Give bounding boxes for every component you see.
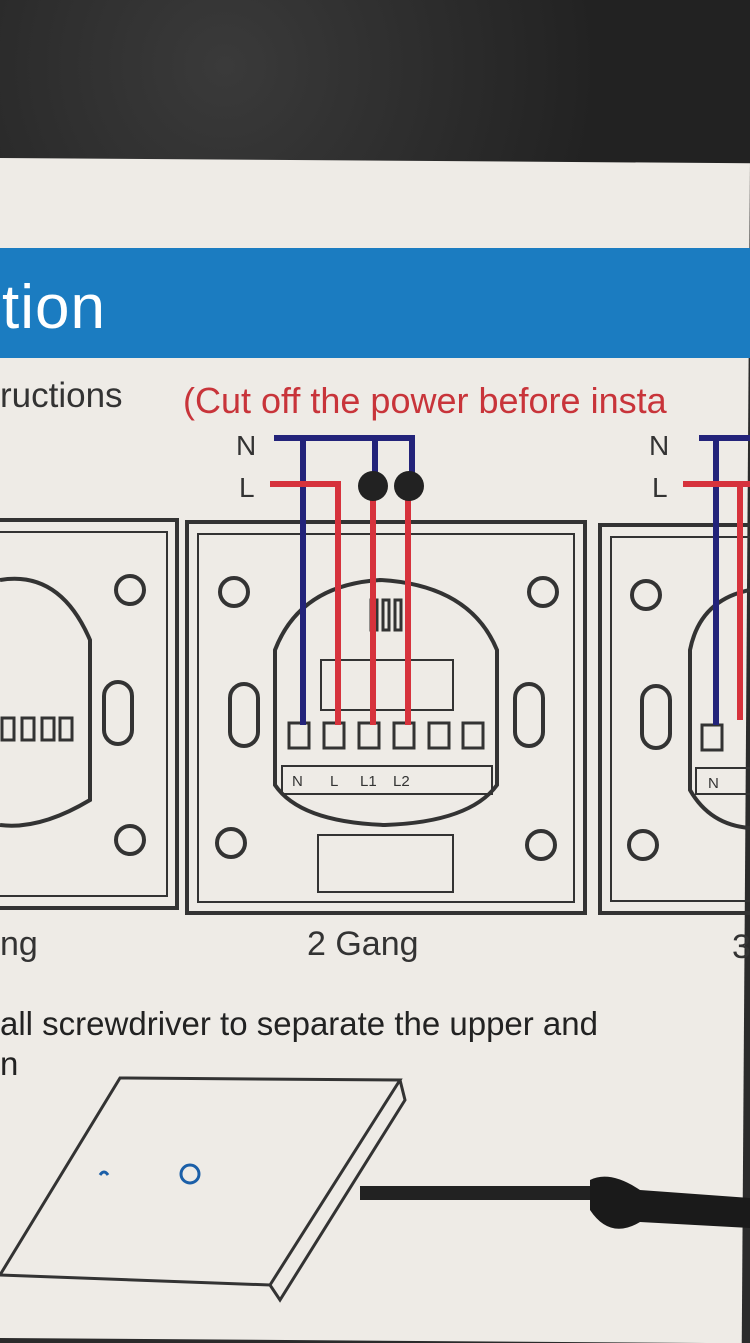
- neutral-label: N: [236, 430, 256, 461]
- live-label: L: [239, 472, 255, 503]
- neutral-label-right: N: [649, 430, 669, 461]
- switch-1-gang-panel: [0, 518, 179, 910]
- switch-3-gang-panel: [598, 523, 750, 915]
- terminal-l: L: [330, 773, 338, 790]
- section-header-band: [0, 248, 750, 358]
- switch-2-gang-panel: [185, 520, 587, 915]
- terminal-n-right: N: [708, 775, 719, 792]
- step-text-line1: all screwdriver to separate the upper an…: [0, 1005, 598, 1042]
- section-title: tion: [2, 273, 106, 342]
- lamp-icon: [358, 471, 424, 501]
- neutral-wire: [274, 435, 750, 725]
- panel-label-1-gang: ng: [0, 925, 38, 963]
- panel-label-2-gang: 2 Gang: [307, 925, 419, 963]
- terminal-l2: L2: [393, 773, 410, 790]
- terminal-n: N: [292, 773, 303, 790]
- terminal-l1: L1: [360, 773, 377, 790]
- power-warning: (Cut off the power before insta: [183, 380, 667, 421]
- instructions-heading: ructions: [0, 376, 123, 415]
- step-text-line2: n: [0, 1045, 19, 1082]
- screwdriver-icon: [360, 1176, 750, 1229]
- panel-label-3-gang: 3: [732, 928, 750, 966]
- live-wire: [270, 481, 750, 725]
- background-surface: [0, 0, 750, 165]
- live-label-right: L: [652, 472, 668, 503]
- switch-panel-illustration: [0, 1076, 407, 1303]
